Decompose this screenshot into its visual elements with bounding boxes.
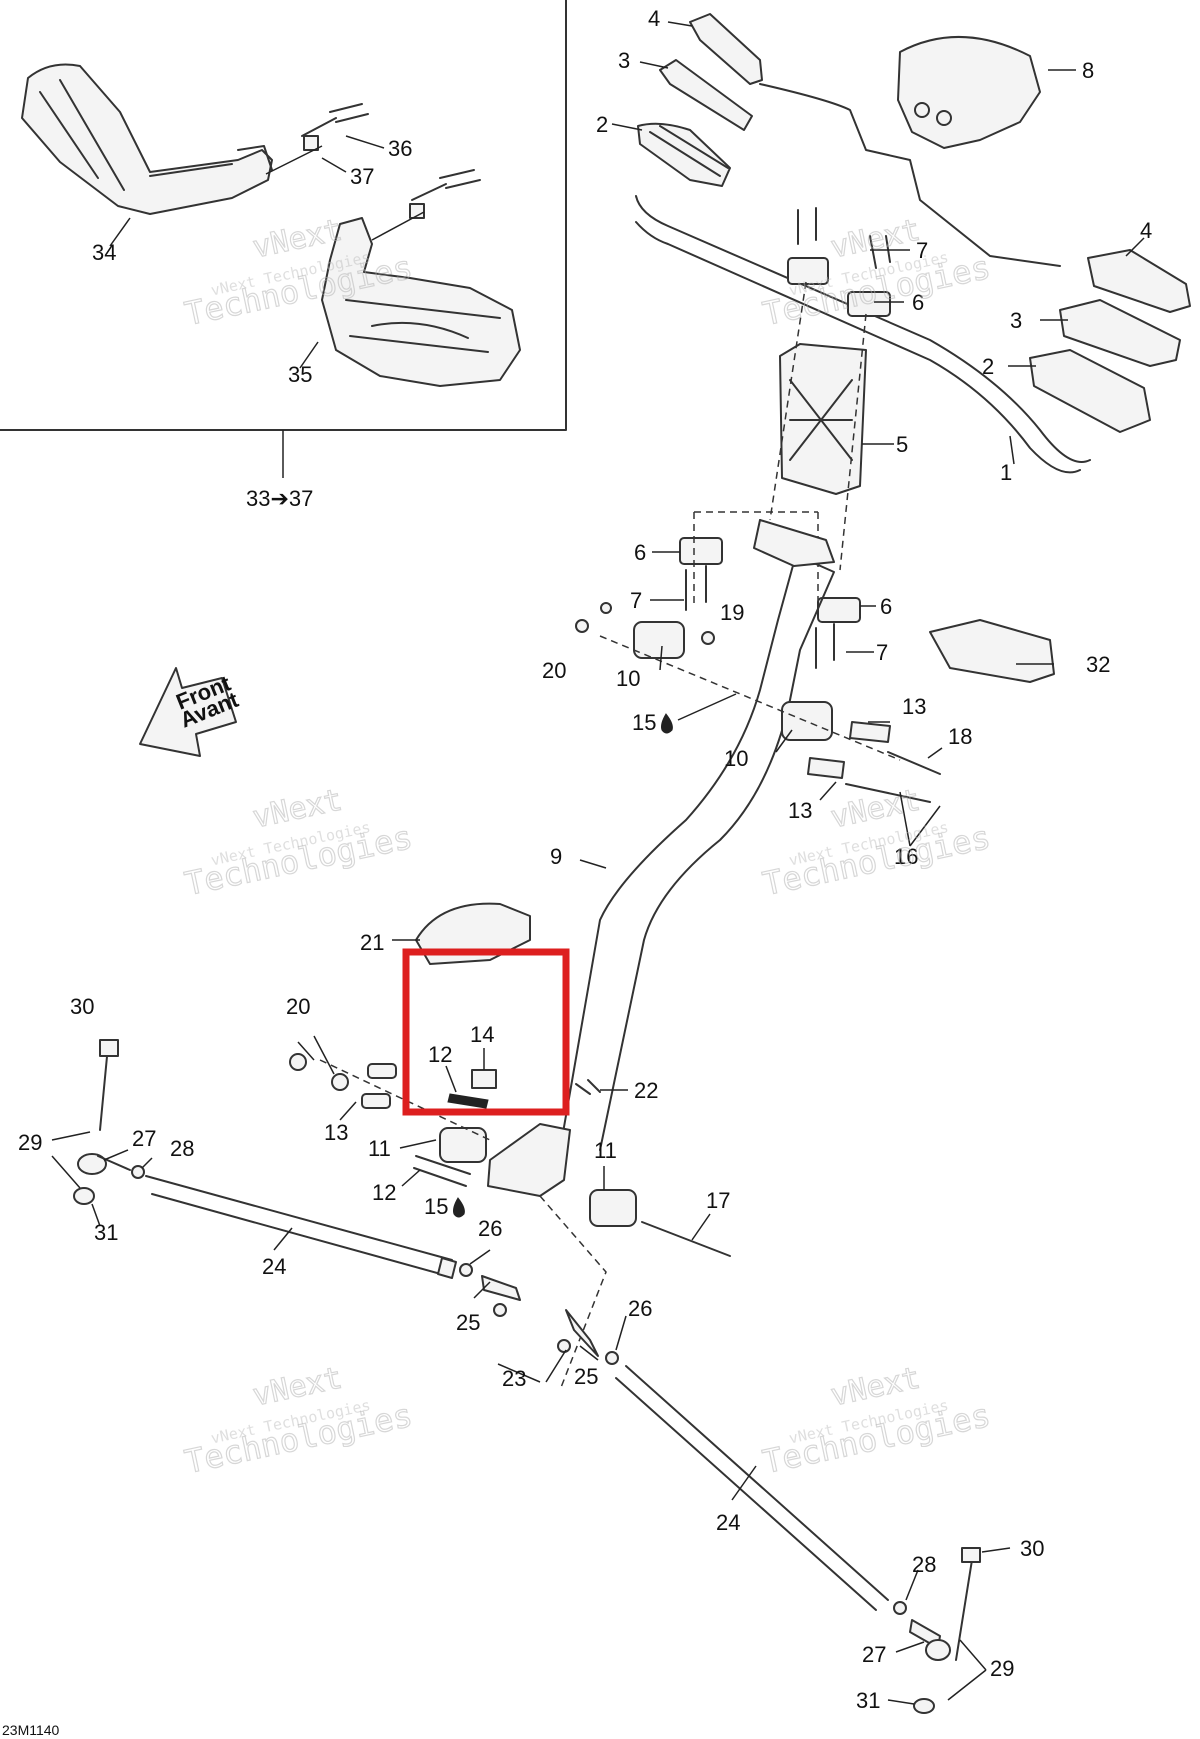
callout-12: 12 [428,1042,452,1067]
callout-37: 37 [350,164,374,189]
callout-36: 36 [388,136,412,161]
callout-35: 35 [288,362,312,387]
callout-19: 19 [720,600,744,625]
callout-24: 24 [262,1254,286,1279]
callout-4: 4 [648,6,660,31]
grip-right [1059,299,1181,367]
svg-text:Technologies: Technologies [760,1396,994,1481]
callout-25: 25 [574,1364,598,1389]
callout-21: 21 [360,930,384,955]
handlebar [635,195,1091,463]
handguard-inset: 33➔37 [0,0,567,511]
handlebar-cover [897,36,1041,149]
callout-1: 1 [1000,460,1012,485]
callout-labels: 1 2 2 3 3 4 4 5 6 6 6 7 7 7 8 9 10 10 11… [18,6,1152,1713]
svg-text:Technologies: Technologies [760,818,994,903]
callout-9: 9 [550,844,562,869]
part-14-spacer [471,1069,497,1089]
callout-22: 22 [634,1078,658,1103]
callout-10: 10 [724,746,748,771]
callout-leaders [51,21,1145,1705]
callout-6: 6 [634,540,646,565]
riser-pad [929,619,1055,683]
bushing-11-left [439,1127,487,1163]
callout-16: 16 [894,844,918,869]
callout-6: 6 [912,290,924,315]
callout-4: 4 [1140,218,1152,243]
callout-27: 27 [132,1126,156,1151]
callout-31: 31 [94,1220,118,1245]
callout-3: 3 [618,48,630,73]
callout-2: 2 [596,112,608,137]
tie-rods [73,1039,981,1714]
drop-icon [453,1197,465,1218]
drop-icon [661,713,673,734]
callout-20: 20 [286,994,310,1019]
callout-5: 5 [896,432,908,457]
callout-13: 13 [788,798,812,823]
callout-25: 25 [456,1310,480,1335]
callout-8: 8 [1082,58,1094,83]
bushing-11-right [589,1189,637,1227]
upper-clamps [769,207,891,571]
callout-26: 26 [628,1296,652,1321]
svg-text:Technologies: Technologies [182,1396,416,1481]
callout-7: 7 [876,640,888,665]
inset-hardware [109,103,481,369]
watermarks: vNext vNext Technologies Technologies vN… [181,212,994,1482]
callout-28: 28 [170,1136,194,1161]
drawing-code: 23M1140 [2,1722,60,1738]
callout-7: 7 [916,238,928,263]
callout-29: 29 [18,1130,42,1155]
callout-31: 31 [856,1688,880,1713]
part-12-shim [447,1093,489,1109]
callout-24: 24 [716,1510,740,1535]
callout-32: 32 [1086,652,1110,677]
bushing-lower [781,701,833,741]
callout-23: 23 [502,1366,526,1391]
callout-11: 11 [594,1138,617,1163]
callout-11: 11 [368,1136,391,1161]
highlight-box [402,948,570,1116]
callout-20: 20 [542,658,566,683]
callout-26: 26 [478,1216,502,1241]
bushing-upper [633,621,685,659]
callout-7: 7 [630,588,642,613]
handguard-right [321,217,521,387]
svg-text:Technologies: Technologies [182,818,416,903]
callout-30: 30 [70,994,94,1019]
callout-2: 2 [982,354,994,379]
callout-13: 13 [324,1120,348,1145]
callout-15: 15 [424,1194,448,1219]
callout-18: 18 [948,724,972,749]
callout-15: 15 [632,710,656,735]
callout-6: 6 [880,594,892,619]
handguard-left [21,63,273,215]
callout-28: 28 [912,1552,936,1577]
callout-29: 29 [990,1656,1014,1681]
handlebar-assembly [635,13,1191,683]
lower-clamps [679,511,861,669]
callout-3: 3 [1010,308,1022,333]
callout-27: 27 [862,1642,886,1667]
grip-top [659,59,753,131]
inset-range-label: 33➔37 [246,486,313,511]
callout-34: 34 [92,240,116,265]
lower-support [487,1123,571,1197]
grip-heater-right [1087,249,1191,313]
callout-12: 12 [372,1180,396,1205]
grip-heater-top [689,13,763,85]
callout-14: 14 [470,1022,494,1047]
front-direction-arrow: Front Avant [139,667,242,757]
callout-30: 30 [1020,1536,1044,1561]
callout-10: 10 [616,666,640,691]
callout-17: 17 [706,1188,730,1213]
callout-13: 13 [902,694,926,719]
throttle-grip-right [1029,349,1151,433]
